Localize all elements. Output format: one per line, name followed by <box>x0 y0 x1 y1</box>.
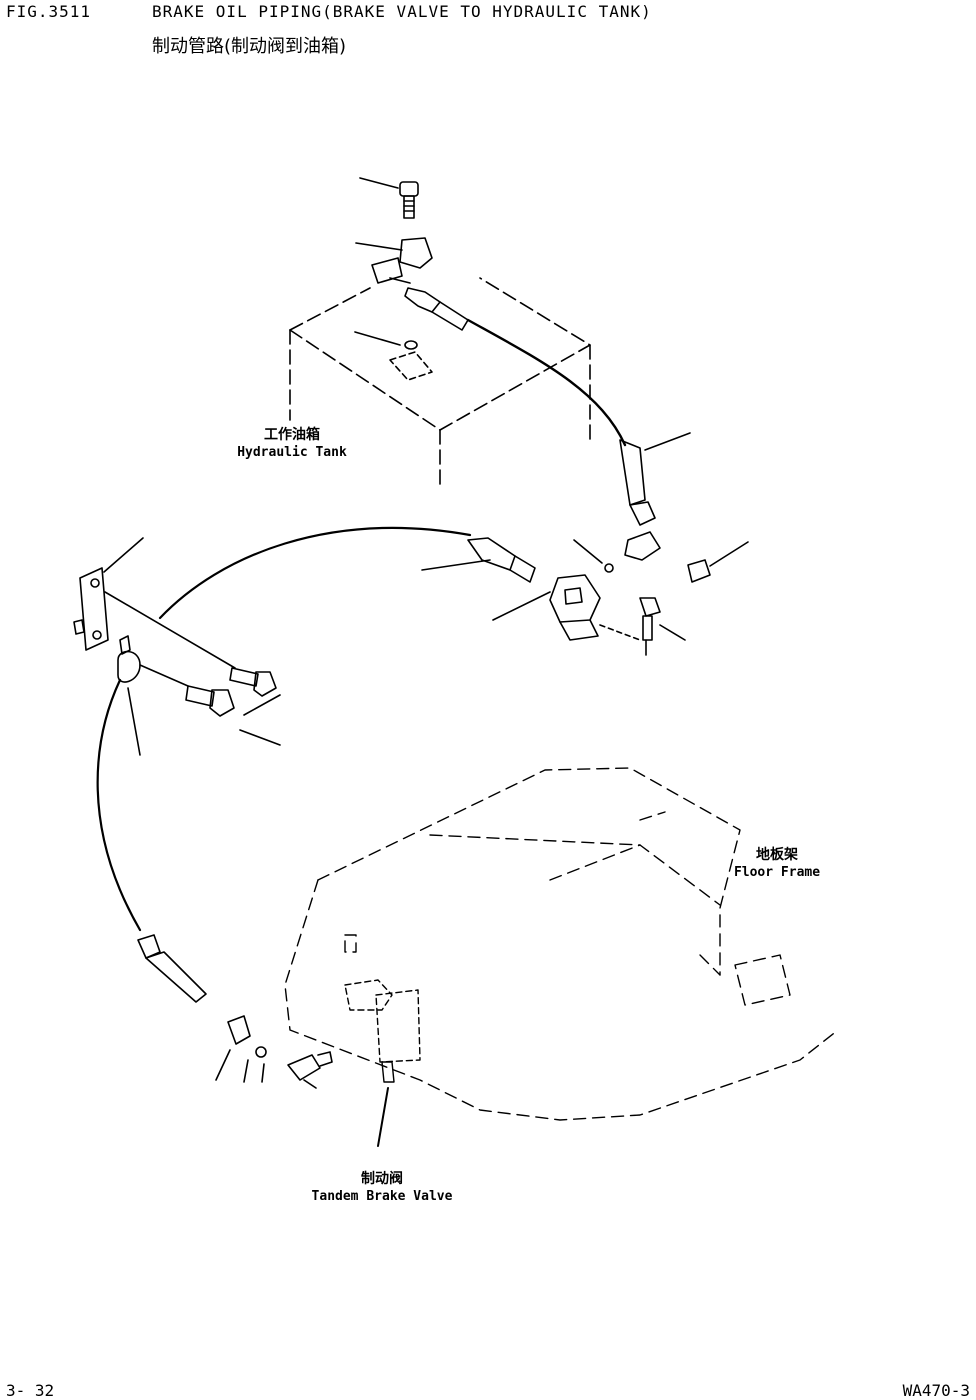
hose-upper <box>404 287 691 526</box>
tee-fitting <box>573 531 749 583</box>
figure-title-english: BRAKE OIL PIPING(BRAKE VALVE TO HYDRAULI… <box>152 2 652 21</box>
model-code: WA470-3 <box>902 1381 970 1400</box>
figure-title-chinese: 制动管路(制动阀到油箱) <box>152 36 347 57</box>
floor-frame-label-cn: 地板架 <box>756 847 798 863</box>
hose-middle <box>158 526 536 620</box>
elbow-block <box>355 237 433 284</box>
hydraulic-tank-outline <box>289 277 591 486</box>
junction-block <box>492 574 686 656</box>
hose-clamp <box>117 635 141 756</box>
tandem-brake-valve <box>344 979 421 1147</box>
figure-number: FIG.3511 <box>6 2 92 21</box>
mounting-bracket <box>73 537 236 669</box>
hose-lower <box>96 678 333 1089</box>
floor-frame-outline <box>284 767 839 1121</box>
brake-valve-label-en: Tandem Brake Valve <box>311 1189 453 1204</box>
brake-valve-label-cn: 制动阀 <box>361 1171 403 1187</box>
floor-frame-label: 地板架 Floor Frame <box>712 846 842 882</box>
brake-valve-label: 制动阀 Tandem Brake Valve <box>292 1170 472 1206</box>
tank-port <box>389 351 433 381</box>
hydraulic-tank-label-en: Hydraulic Tank <box>237 445 347 460</box>
bolt-pair <box>139 664 281 746</box>
hydraulic-tank-label-cn: 工作油箱 <box>264 427 320 443</box>
hydraulic-tank-label: 工作油箱 Hydraulic Tank <box>212 426 372 462</box>
page-number: 3- 32 <box>6 1381 55 1400</box>
top-bolt <box>359 177 419 219</box>
floor-frame-label-en: Floor Frame <box>733 865 821 880</box>
